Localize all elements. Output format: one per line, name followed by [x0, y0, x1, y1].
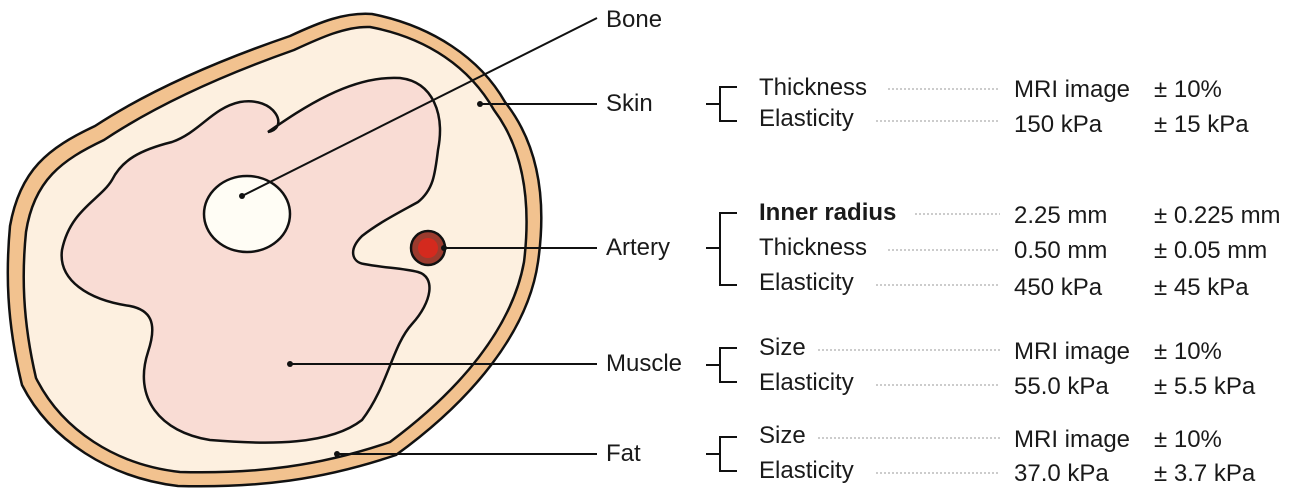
fat-elasticity-property: Elasticity [759, 457, 854, 485]
muscle-elasticity-property: Elasticity [759, 369, 854, 397]
bone-pointer-dot [239, 193, 245, 199]
skin-elasticity-value: 150 kPa [1014, 111, 1102, 139]
skin-label: Skin [606, 90, 653, 118]
artery-elasticity-tolerance: ± 45 kPa [1154, 274, 1249, 302]
muscle-size-value: MRI image [1014, 338, 1130, 366]
fat-bracket [706, 437, 737, 471]
artery-pointer-dot [441, 245, 447, 251]
muscle-size-tolerance: ± 10% [1154, 338, 1222, 366]
artery-radius-property: Inner radius [759, 199, 896, 227]
skin-thickness-value: MRI image [1014, 76, 1130, 104]
fat-elasticity-value: 37.0 kPa [1014, 460, 1109, 488]
fat-size-tolerance: ± 10% [1154, 426, 1222, 454]
fat-size-property: Size [759, 422, 806, 450]
artery-lumen [418, 238, 438, 258]
artery-thickness-value: 0.50 mm [1014, 237, 1107, 265]
muscle-pointer-dot [287, 361, 293, 367]
skin-elasticity-tolerance: ± 15 kPa [1154, 111, 1249, 139]
fat-pointer-dot [334, 451, 340, 457]
muscle-size-property: Size [759, 334, 806, 362]
fat-label: Fat [606, 440, 641, 468]
muscle-label: Muscle [606, 350, 682, 378]
muscle-elasticity-value: 55.0 kPa [1014, 373, 1109, 401]
artery-elasticity-value: 450 kPa [1014, 274, 1102, 302]
artery-bracket [706, 213, 737, 285]
artery-label: Artery [606, 234, 670, 262]
artery-thickness-property: Thickness [759, 234, 867, 262]
fat-size-value: MRI image [1014, 426, 1130, 454]
skin-pointer-dot [477, 101, 483, 107]
bone-region [204, 176, 290, 252]
artery-radius-value: 2.25 mm [1014, 202, 1107, 230]
artery-thickness-tolerance: ± 0.05 mm [1154, 237, 1267, 265]
artery-radius-tolerance: ± 0.225 mm [1154, 202, 1281, 230]
fat-elasticity-tolerance: ± 3.7 kPa [1154, 460, 1255, 488]
muscle-elasticity-tolerance: ± 5.5 kPa [1154, 373, 1255, 401]
skin-elasticity-property: Elasticity [759, 105, 854, 133]
bone-label: Bone [606, 6, 662, 34]
muscle-bracket [706, 348, 737, 382]
skin-thickness-property: Thickness [759, 74, 867, 102]
artery-elasticity-property: Elasticity [759, 269, 854, 297]
skin-thickness-tolerance: ± 10% [1154, 76, 1222, 104]
skin-bracket [706, 87, 737, 121]
